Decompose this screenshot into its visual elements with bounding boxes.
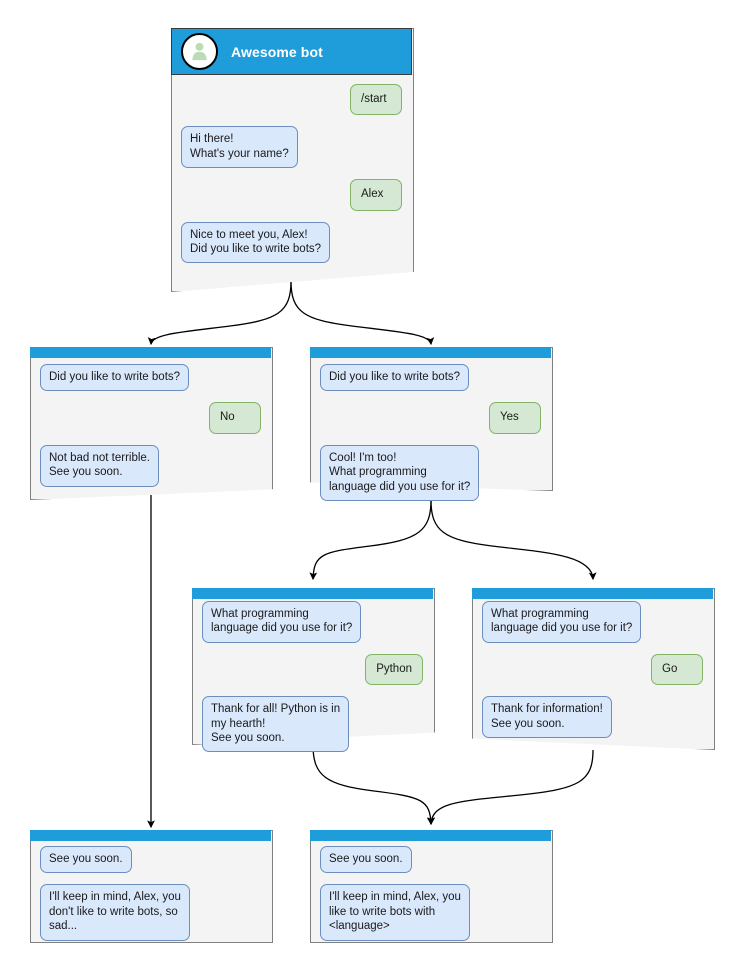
node-language-go-messages: What programming language did you use fo… [472,601,713,749]
node-answer-no-header [30,347,271,358]
node-language-go[interactable]: What programming language did you use fo… [472,588,715,750]
bot-message-bubble: What programming language did you use fo… [202,601,362,643]
bot-name-label: Awesome bot [231,43,323,60]
bot-message-bubble: I'll keep in mind, Alex, you like to wri… [320,884,470,941]
message-row: See you soon. [40,846,261,874]
node-start-messages: /start Hi there! What's your name? Alex … [171,84,412,274]
node-language-python-messages: What programming language did you use fo… [192,601,433,763]
node-answer-yes-messages: Did you like to write bots? Yes Cool! I'… [310,364,551,512]
user-message-bubble: Python [365,653,423,686]
message-row: Thank for all! Python is in my hearth! S… [202,696,423,753]
message-row: Not bad not terrible. See you soon. [40,444,261,487]
message-row: Alex [181,179,402,211]
connector-start-to-answer-yes [290,280,435,346]
node-answer-yes-header [310,347,551,358]
node-farewell-happy[interactable]: See you soon. I'll keep in mind, Alex, y… [310,830,553,943]
bot-message-bubble: Nice to meet you, Alex! Did you like to … [181,221,331,264]
connector-language-go-to-farewell-happy [427,749,594,826]
node-farewell-sad[interactable]: See you soon. I'll keep in mind, Alex, y… [30,830,273,943]
message-row: /start [181,84,402,116]
message-row: What programming language did you use fo… [202,601,423,643]
bot-message-bubble: Not bad not terrible. See you soon. [40,444,160,487]
bot-message-bubble: Hi there! What's your name? [181,126,298,169]
node-farewell-happy-messages: See you soon. I'll keep in mind, Alex, y… [310,846,551,952]
message-row: I'll keep in mind, Alex, you don't like … [40,884,261,941]
message-row: See you soon. [320,846,541,874]
bot-message-bubble: See you soon. [320,846,412,874]
node-answer-no-messages: Did you like to write bots? No Not bad n… [30,364,271,498]
message-row: Python [202,653,423,686]
message-row: Thank for information! See you soon. [482,696,703,738]
user-message-bubble: No [209,402,261,434]
message-row: Hi there! What's your name? [181,126,402,169]
user-message-bubble: Yes [489,402,541,434]
bot-message-bubble: I'll keep in mind, Alex, you don't like … [40,884,190,941]
node-farewell-happy-header [310,830,551,841]
message-row: Go [482,653,703,686]
message-row: Yes [320,402,541,434]
message-row: I'll keep in mind, Alex, you like to wri… [320,884,541,941]
user-avatar-icon [181,33,218,70]
message-row: Nice to meet you, Alex! Did you like to … [181,221,402,264]
node-language-python-header [192,588,433,599]
node-language-python[interactable]: What programming language did you use fo… [192,588,435,753]
message-row: Did you like to write bots? [320,364,541,392]
user-message-bubble: Alex [350,179,402,211]
bot-message-bubble: Did you like to write bots? [320,364,470,392]
node-answer-yes[interactable]: Did you like to write bots? Yes Cool! I'… [310,347,553,501]
node-answer-no[interactable]: Did you like to write bots? No Not bad n… [30,347,273,500]
bot-message-bubble: What programming language did you use fo… [482,601,642,643]
node-language-go-header [472,588,713,599]
user-message-bubble: /start [350,84,402,116]
node-farewell-sad-messages: See you soon. I'll keep in mind, Alex, y… [30,846,271,952]
message-row: No [40,402,261,434]
message-row: Did you like to write bots? [40,364,261,392]
bot-message-bubble: Did you like to write bots? [40,364,190,392]
bot-message-bubble: Cool! I'm too! What programming language… [320,444,480,501]
message-row: What programming language did you use fo… [482,601,703,643]
bot-message-bubble: Thank for all! Python is in my hearth! S… [202,696,350,753]
node-start-header: Awesome bot [171,28,412,75]
message-row: Cool! I'm too! What programming language… [320,444,541,501]
node-farewell-sad-header [30,830,271,841]
user-message-bubble: Go [651,653,703,686]
bot-message-bubble: See you soon. [40,846,132,874]
node-start[interactable]: Awesome bot /start Hi there! What's your… [171,28,414,292]
bot-message-bubble: Thank for information! See you soon. [482,696,612,738]
